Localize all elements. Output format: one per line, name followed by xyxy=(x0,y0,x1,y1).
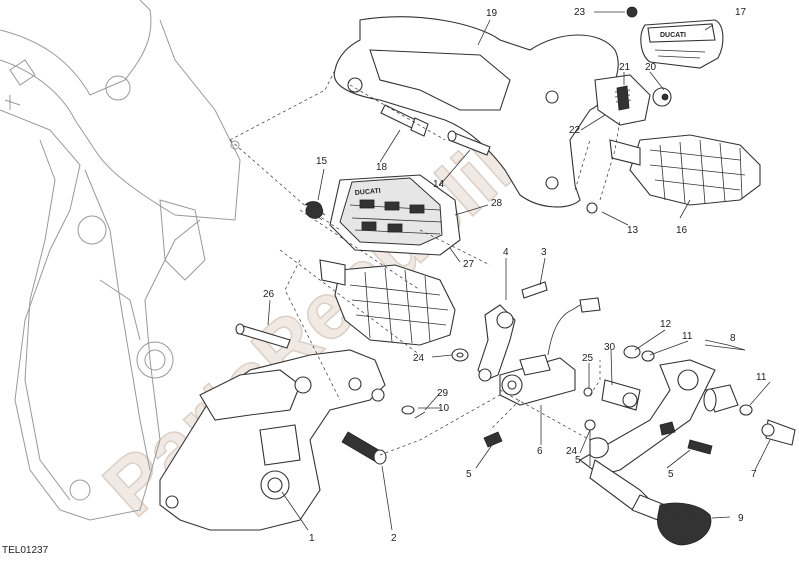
rear-peg-rubber: DUCATI xyxy=(640,19,724,69)
callout-24b: 24 xyxy=(566,446,578,457)
callout-10: 10 xyxy=(438,403,450,414)
callout-15: 15 xyxy=(316,156,328,167)
callout-11a: 11 xyxy=(682,331,693,342)
callout-5a: 5 xyxy=(466,469,472,480)
callout-4: 4 xyxy=(503,247,509,258)
callout-24a: 24 xyxy=(413,353,425,364)
callout-23: 23 xyxy=(574,7,586,18)
front-footpeg xyxy=(319,259,456,346)
gear-lever xyxy=(579,359,796,546)
callout-13: 13 xyxy=(627,225,639,236)
linkage-rod xyxy=(477,281,548,382)
bolt-2 xyxy=(341,431,387,465)
callout-29: 29 xyxy=(437,388,449,399)
callout-5b: 5 xyxy=(668,469,674,480)
washer-pin xyxy=(401,405,426,419)
callout-28: 28 xyxy=(491,198,503,209)
callout-16: 16 xyxy=(676,225,688,236)
sensor xyxy=(499,297,601,406)
front-bracket xyxy=(159,349,386,531)
callout-26: 26 xyxy=(263,289,275,300)
front-peg-rubber: DUCATI xyxy=(329,174,461,256)
small-bolts xyxy=(451,348,641,448)
callout-21: 21 xyxy=(619,62,631,73)
callout-5c: 5 xyxy=(575,455,581,466)
callout-7: 7 xyxy=(751,469,757,480)
brand-mark-rear: DUCATI xyxy=(660,32,686,39)
callout-2: 2 xyxy=(391,533,397,544)
callout-3: 3 xyxy=(541,247,547,258)
bolt-26 xyxy=(235,323,291,349)
callout-18: 18 xyxy=(376,162,388,173)
assembly-lines xyxy=(229,69,621,456)
callout-22: 22 xyxy=(569,125,581,136)
rear-footpeg xyxy=(609,134,761,206)
callout-9: 9 xyxy=(738,513,744,524)
leader-lines xyxy=(267,11,771,531)
callout-17: 17 xyxy=(735,7,747,18)
callout-6: 6 xyxy=(537,446,543,457)
callout-11b: 11 xyxy=(756,372,767,383)
callout-27: 27 xyxy=(463,259,475,270)
frame-outline xyxy=(0,0,241,521)
callout-labels: 1 2 3 4 5 5 5 6 7 8 9 10 11 11 12 13 14 … xyxy=(263,7,767,544)
washers-right xyxy=(623,344,746,362)
callout-20: 20 xyxy=(645,62,657,73)
callout-14: 14 xyxy=(433,179,445,190)
spring-15 xyxy=(304,201,326,221)
callout-19: 19 xyxy=(486,8,498,19)
callout-30: 30 xyxy=(604,342,616,353)
spring-plate xyxy=(594,6,672,126)
bolts-upper xyxy=(380,104,491,156)
callout-8: 8 xyxy=(730,333,736,344)
callout-12: 12 xyxy=(660,319,672,330)
callout-25: 25 xyxy=(582,353,594,364)
brand-mark-front: DUCATI xyxy=(355,188,381,197)
callout-1: 1 xyxy=(309,533,315,544)
rear-footpeg-bracket xyxy=(333,16,619,214)
drawing-code: TEL01237 xyxy=(2,545,49,556)
